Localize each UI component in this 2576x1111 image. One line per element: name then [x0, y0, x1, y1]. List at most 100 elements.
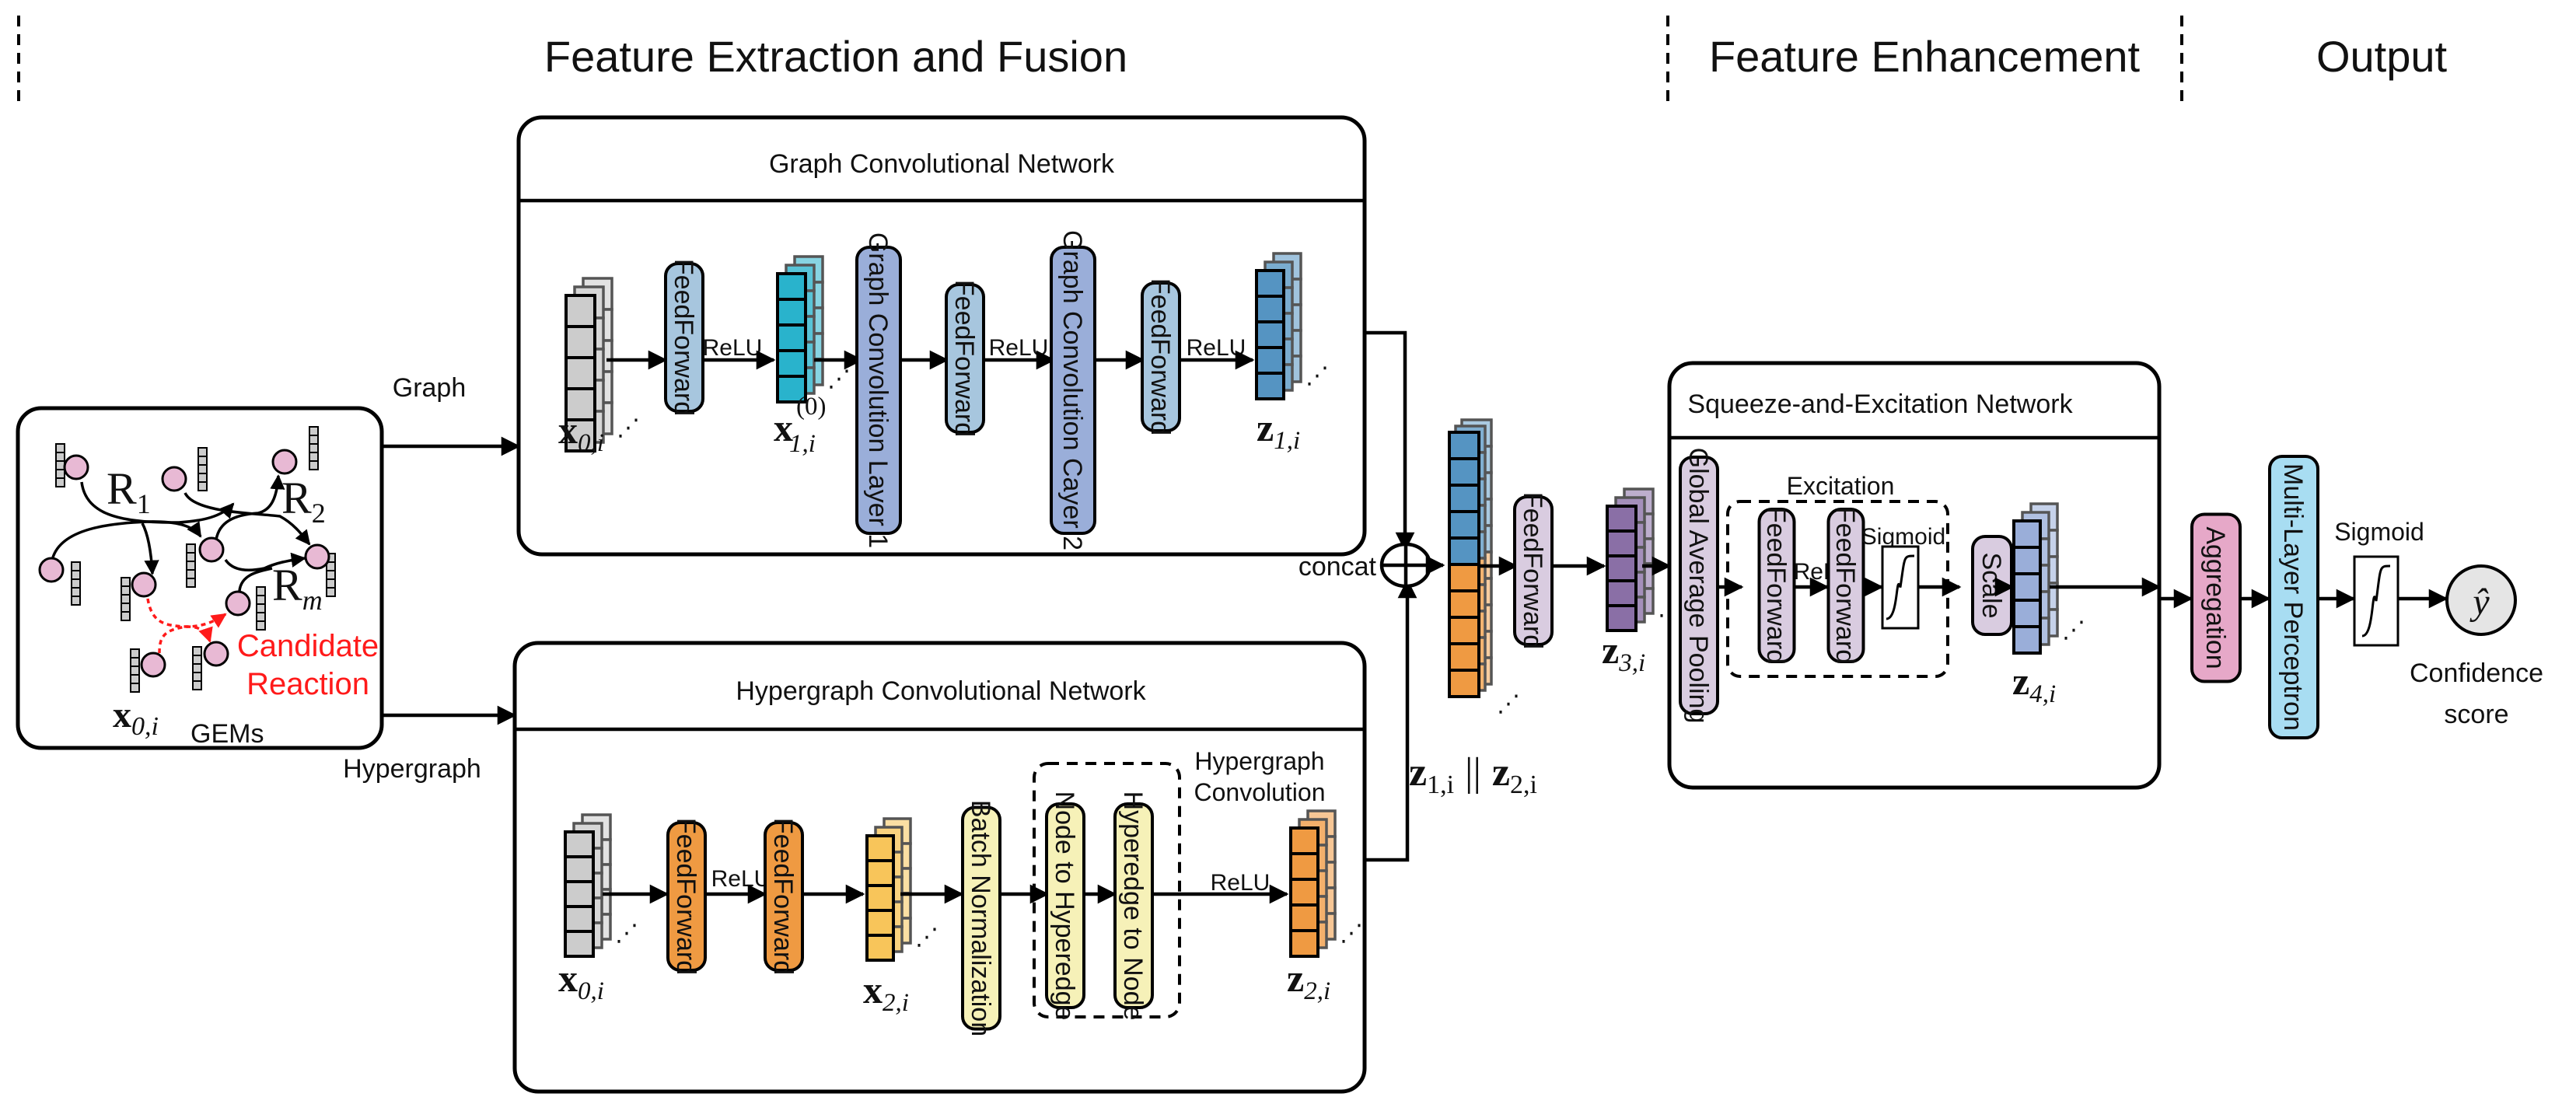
gem-feature-vector-cell: [192, 646, 202, 656]
se-title: Squeeze-and-Excitation Network: [1687, 390, 2073, 419]
hypergraph-convolution-label-line2: Convolution: [1194, 778, 1326, 806]
section-title-output: Output: [2316, 32, 2448, 81]
hgcn-tensor-x0-cell: [564, 880, 595, 908]
reaction-label-rm: Rm: [272, 560, 323, 616]
gcn-conv-layer-1: Graph Convolution Layer 1: [855, 232, 902, 548]
graph-edge-label: Graph: [393, 373, 467, 403]
concat-tensor-cell: [1448, 642, 1480, 672]
output-mlp: Multi-Layer Perceptron: [2268, 455, 2319, 739]
hgcn-feedforward-1: FeedForward: [666, 818, 707, 975]
metabolite-node: [304, 543, 330, 570]
gem-feature-vector-cell: [186, 543, 196, 554]
hgcn-node-to-hyperedge-box: [1045, 802, 1085, 1009]
section-title-feature-enhancement: Feature Enhancement: [1709, 32, 2141, 81]
gem-feature-vector-cell: [186, 552, 196, 562]
gem-feature-vector-cell: [197, 456, 208, 466]
gcn-tensor-z1-cell: [1255, 269, 1285, 298]
gem-feature-vector-cell: [130, 674, 140, 684]
gem-feature-vector-cell: [256, 586, 266, 596]
hgcn-feedforward-1-label: FeedForward: [671, 818, 701, 975]
hgcn-tensor-z2: ⋰: [1289, 809, 1363, 958]
hypergraph-convolution-label-line1: Hypergraph: [1194, 747, 1324, 775]
concat-tensor-cell: [1448, 563, 1480, 592]
concat-tensor-cell: [1448, 589, 1480, 619]
hgcn-feedforward-2-box: [764, 821, 804, 972]
hgcn-tensor-x2-cell: [865, 859, 895, 887]
gcn-tensor-x0-cell: [564, 325, 596, 359]
gem-feature-vector-cell: [55, 460, 65, 470]
gem-feature-vector-cell: [197, 447, 208, 457]
section-title-feature-extraction: Feature Extraction and Fusion: [544, 32, 1127, 81]
gem-feature-vector-cell: [192, 663, 202, 673]
se-feedforward-2: FeedForward: [1826, 507, 1865, 664]
se-scale: Scale: [1971, 535, 2013, 636]
hgcn-batch-normalization-box: [961, 805, 1001, 1031]
prediction-node: [2445, 564, 2517, 636]
section-dividers: [17, 16, 2183, 105]
gem-feature-vector-cell: [71, 596, 81, 606]
gcn-feedforward-2-box: [945, 283, 985, 434]
hgcn-node-to-hyperedge-label: Node to Hyperedge: [1050, 791, 1079, 1021]
se-feedforward-1-label: FeedForward: [1761, 507, 1791, 664]
gcn-tensor-x1-ellipsis: ⋰: [827, 366, 851, 392]
gem-feature-vector-cell: [130, 683, 140, 693]
gcn-tensor-x1-cell: [776, 272, 807, 301]
hgcn-tensor-x0-cell: [564, 905, 595, 933]
hgcn-tensor-x0: ⋰: [564, 813, 638, 958]
se-global-average-pooling-label: Global Average Pooling: [1683, 448, 1713, 724]
output-sigmoid-label: Sigmoid: [2334, 518, 2424, 546]
se-tensor-z4-ellipsis: ⋰: [2062, 617, 2085, 643]
gem-feature-vector-cell: [256, 612, 266, 622]
hgcn-tensor-x0-ellipsis: ⋰: [615, 921, 638, 946]
hgcn-tensor-x0-cell: [564, 855, 595, 883]
se-feedforward-1: FeedForward: [1757, 507, 1796, 664]
gems-frame: [16, 406, 384, 750]
se-feedforward-2-label: FeedForward: [1830, 507, 1860, 664]
gem-feature-vector-cell: [197, 473, 208, 483]
gcn-label-x0: x0,i: [558, 408, 604, 457]
reaction-label-r1: R1: [107, 463, 151, 519]
prediction-symbol: ŷ: [2469, 582, 2490, 623]
gcn-panel: Graph Convolutional Network ⋰x0,iFeedFor…: [516, 115, 1367, 557]
gcn-feedforward-2: FeedForward: [945, 280, 985, 437]
output-sigmoid-box-curve: [2361, 564, 2391, 638]
se-panel: Squeeze-and-Excitation Network Global Av…: [1667, 361, 2162, 790]
gcn-tensor-x1: ⋰: [776, 255, 851, 404]
concat-tensor-cell: [1448, 616, 1480, 645]
metabolite-node: [38, 557, 65, 583]
concat-tensor-stack: ⋰: [1448, 418, 1520, 717]
hypergraph-edge-label: Hypergraph: [343, 754, 481, 784]
gem-feature-vector-cell: [192, 672, 202, 682]
gcn-feedforward-3: FeedForward: [1141, 278, 1181, 435]
gem-feature-vector-cell: [55, 469, 65, 479]
gcn-conv-layer-1-box: [855, 246, 902, 535]
gem-feature-vector-cell: [55, 443, 65, 453]
hgcn-relu-1: ReLU: [711, 866, 771, 892]
hgcn-tensor-z2-cell: [1289, 929, 1319, 958]
gem-feature-vector-cell: [130, 657, 140, 667]
gem-feature-vector-cell: [130, 648, 140, 659]
gcn-tensor-z1: ⋰: [1255, 252, 1329, 400]
reaction-edge: [238, 567, 273, 592]
gcn-feedforward-3-box: [1141, 281, 1181, 432]
gem-feature-vector-cell: [130, 666, 140, 676]
gcn-tensor-z1-cell: [1255, 295, 1285, 323]
gem-feature-vector-cell: [256, 595, 266, 605]
output-aggregation-box: [2190, 512, 2242, 683]
gcn-label-x1: x(0)1,i: [774, 393, 826, 458]
gcn-feedforward-1-label: FeedForward: [669, 259, 698, 416]
gcn-frame: [516, 115, 1367, 557]
se-label-z4: z4,i: [2012, 659, 2056, 708]
gem-feature-vector-cell: [121, 594, 131, 604]
hgcn-frame: [512, 641, 1367, 1094]
gem-feature-vector-cell: [309, 452, 319, 462]
reaction-edge: [141, 522, 159, 575]
gcn-feedforward-3-label: FeedForward: [1145, 278, 1175, 435]
hgcn-tensor-x0-cell: [564, 930, 595, 958]
reaction-edge: [224, 552, 306, 571]
metabolite-node: [203, 641, 229, 667]
excitation-label: Excitation: [1787, 472, 1895, 500]
gem-feature-vector-cell: [197, 481, 208, 491]
